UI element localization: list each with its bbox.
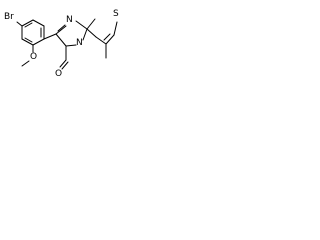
imidazole-bond bbox=[55, 33, 67, 47]
ring-nitrogen-bottom-label: N bbox=[76, 38, 83, 48]
benzene-double-bond bbox=[24, 22, 33, 28]
aldehyde-co-double-bond bbox=[61, 61, 69, 70]
ring-nitrogen-top-label: N bbox=[66, 15, 73, 25]
imidazole-bond bbox=[65, 44, 77, 47]
benzene-bond bbox=[21, 38, 34, 46]
benzene-bond bbox=[32, 38, 45, 46]
aldehyde-co-bond bbox=[59, 59, 67, 68]
imidazole-bond bbox=[82, 28, 88, 41]
thiazole-double-bond bbox=[103, 33, 111, 41]
imidazole-ring bbox=[55, 20, 88, 47]
benzene-bond bbox=[21, 19, 34, 27]
imidazole-double-bond bbox=[57, 24, 66, 32]
imidazole-bond bbox=[75, 20, 88, 30]
benzene-double-bond bbox=[24, 37, 33, 43]
thiazole-bond bbox=[105, 34, 115, 45]
methoxy-oxygen-label: O bbox=[30, 52, 37, 62]
thiazole-bond bbox=[113, 21, 118, 36]
o-methyl-bond bbox=[21, 60, 30, 67]
sulfur-label: S bbox=[113, 9, 119, 19]
benzene-bond bbox=[32, 19, 45, 27]
c-br-bond bbox=[16, 21, 23, 27]
imidazole-bond bbox=[55, 25, 67, 35]
thiazole-bond bbox=[95, 36, 107, 45]
benzene-ring bbox=[21, 19, 45, 46]
thiazole-bond bbox=[86, 18, 96, 30]
thiazole-ring bbox=[86, 18, 118, 45]
bromine-label: Br bbox=[4, 12, 14, 22]
aryl-link-bond bbox=[43, 33, 57, 40]
chemical-structure-diagram: Br O N N S O bbox=[4, 9, 119, 79]
aldehyde-oxygen-label: O bbox=[55, 69, 62, 79]
thiazole-bond bbox=[86, 28, 97, 38]
